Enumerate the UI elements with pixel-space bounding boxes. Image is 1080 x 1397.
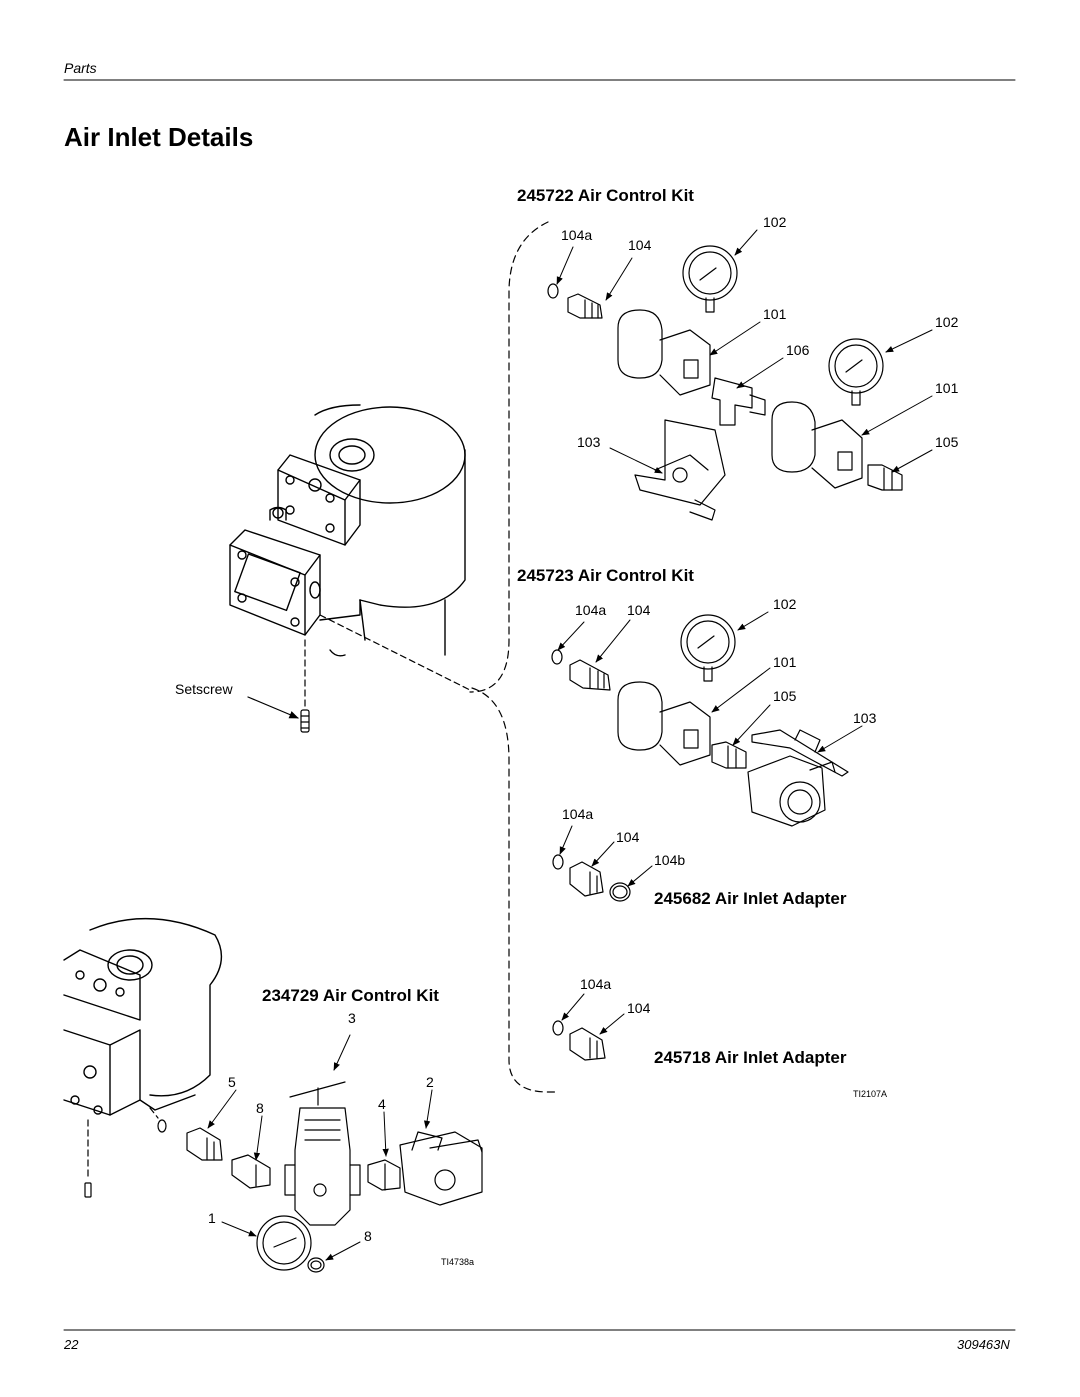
t-handle-3: [290, 1082, 345, 1105]
kit-245723-title: 245723 Air Control Kit: [517, 566, 694, 585]
page-number: 22: [64, 1337, 79, 1352]
kit-245722-parts: [548, 246, 902, 520]
callout-104a: 104a: [561, 227, 593, 243]
callout-2: 2: [426, 1074, 434, 1090]
figure-id: TI4738a: [441, 1257, 475, 1267]
tee-106: [712, 378, 752, 425]
gauge-102: [681, 615, 735, 669]
fitting-104: [570, 1028, 605, 1060]
kit-245682-parts: [553, 855, 630, 901]
kit-245723-leaders: [557, 612, 862, 752]
callout-104: 104: [616, 829, 640, 845]
motor-top-lower: [90, 919, 221, 1096]
callout-1: 1: [208, 1210, 216, 1226]
section-label: Parts: [64, 60, 97, 76]
callout-8: 8: [364, 1228, 372, 1244]
ball-valve-2: [400, 1132, 482, 1205]
setscrew-arrow: [248, 697, 299, 718]
kit-245718-parts: [553, 1021, 605, 1060]
gauge-1: [257, 1216, 311, 1270]
fitting-104: [570, 660, 610, 690]
callout-104a: 104a: [580, 976, 612, 992]
callout-104: 104: [627, 1000, 651, 1016]
callout-3: 3: [348, 1010, 356, 1026]
kit-245722-leaders: [557, 230, 932, 473]
document-number: 309463N: [957, 1337, 1010, 1352]
regulator-101: [618, 682, 662, 750]
top-port: [330, 439, 374, 471]
bracket-103: [635, 420, 725, 505]
o-ring-104b: [610, 883, 630, 901]
callout-102: 102: [935, 314, 959, 330]
bushing-8b: [308, 1258, 324, 1272]
fitting-5: [187, 1128, 222, 1160]
o-ring-104a: [548, 284, 558, 298]
bracket-103: [752, 730, 848, 776]
pump-lower: [64, 919, 221, 1115]
fitting-105: [712, 742, 746, 768]
ball-valve: [748, 756, 825, 826]
callout-4: 4: [378, 1096, 386, 1112]
callout-104: 104: [627, 602, 651, 618]
callout-104b: 104b: [654, 852, 686, 868]
callout-103: 103: [577, 434, 601, 450]
kit-bracket-dashed: [470, 222, 556, 1092]
callout-8: 8: [256, 1100, 264, 1116]
pump-upper: [230, 405, 465, 656]
setscrew-dashed: [320, 615, 470, 690]
kit-234729-title: 234729 Air Control Kit: [262, 986, 439, 1005]
fitting-104: [568, 294, 602, 318]
callout-102: 102: [773, 596, 797, 612]
regulator-101b: [772, 402, 815, 472]
setscrew-label: Setscrew: [175, 681, 233, 697]
fitting-105: [868, 465, 902, 490]
kit-245682-title: 245682 Air Inlet Adapter: [654, 889, 847, 908]
kit-234729-parts: [158, 1082, 482, 1272]
lower-dashed: [150, 1108, 158, 1118]
page-title: Air Inlet Details: [64, 122, 254, 152]
callout-104a: 104a: [562, 806, 594, 822]
callout-105: 105: [773, 688, 797, 704]
motor-side: [360, 600, 445, 655]
callout-101: 101: [935, 380, 959, 396]
callout-104a: 104a: [575, 602, 607, 618]
callout-5: 5: [228, 1074, 236, 1090]
gauge-102b: [829, 339, 883, 393]
figure-id: TI2107A: [853, 1089, 888, 1099]
o-ring-104a: [553, 855, 563, 869]
callout-101: 101: [763, 306, 787, 322]
callout-105: 105: [935, 434, 959, 450]
kit-245718-title: 245718 Air Inlet Adapter: [654, 1048, 847, 1067]
regulator-101: [618, 310, 662, 378]
filter-regulator: [295, 1108, 350, 1225]
callout-103: 103: [853, 710, 877, 726]
kit-245722-title: 245722 Air Control Kit: [517, 186, 694, 205]
o-ring-104a: [553, 1021, 563, 1035]
kit-245682-leaders: [560, 826, 652, 887]
callout-104: 104: [628, 237, 652, 253]
o-ring-104a: [552, 650, 562, 664]
valve-block-front: [278, 470, 345, 545]
fitting-104: [570, 862, 603, 896]
bushing-8: [232, 1155, 270, 1188]
callout-101: 101: [773, 654, 797, 670]
kit-245718-leaders: [561, 994, 624, 1035]
fitting-4: [368, 1160, 400, 1190]
callout-106: 106: [786, 342, 810, 358]
gauge-102: [683, 246, 737, 300]
motor-body: [315, 405, 465, 607]
motor-top: [315, 407, 465, 503]
kit-245723-parts: [552, 615, 848, 826]
kit-234729-leaders: [208, 1035, 432, 1260]
callout-102: 102: [763, 214, 787, 230]
setscrew: [301, 710, 309, 732]
